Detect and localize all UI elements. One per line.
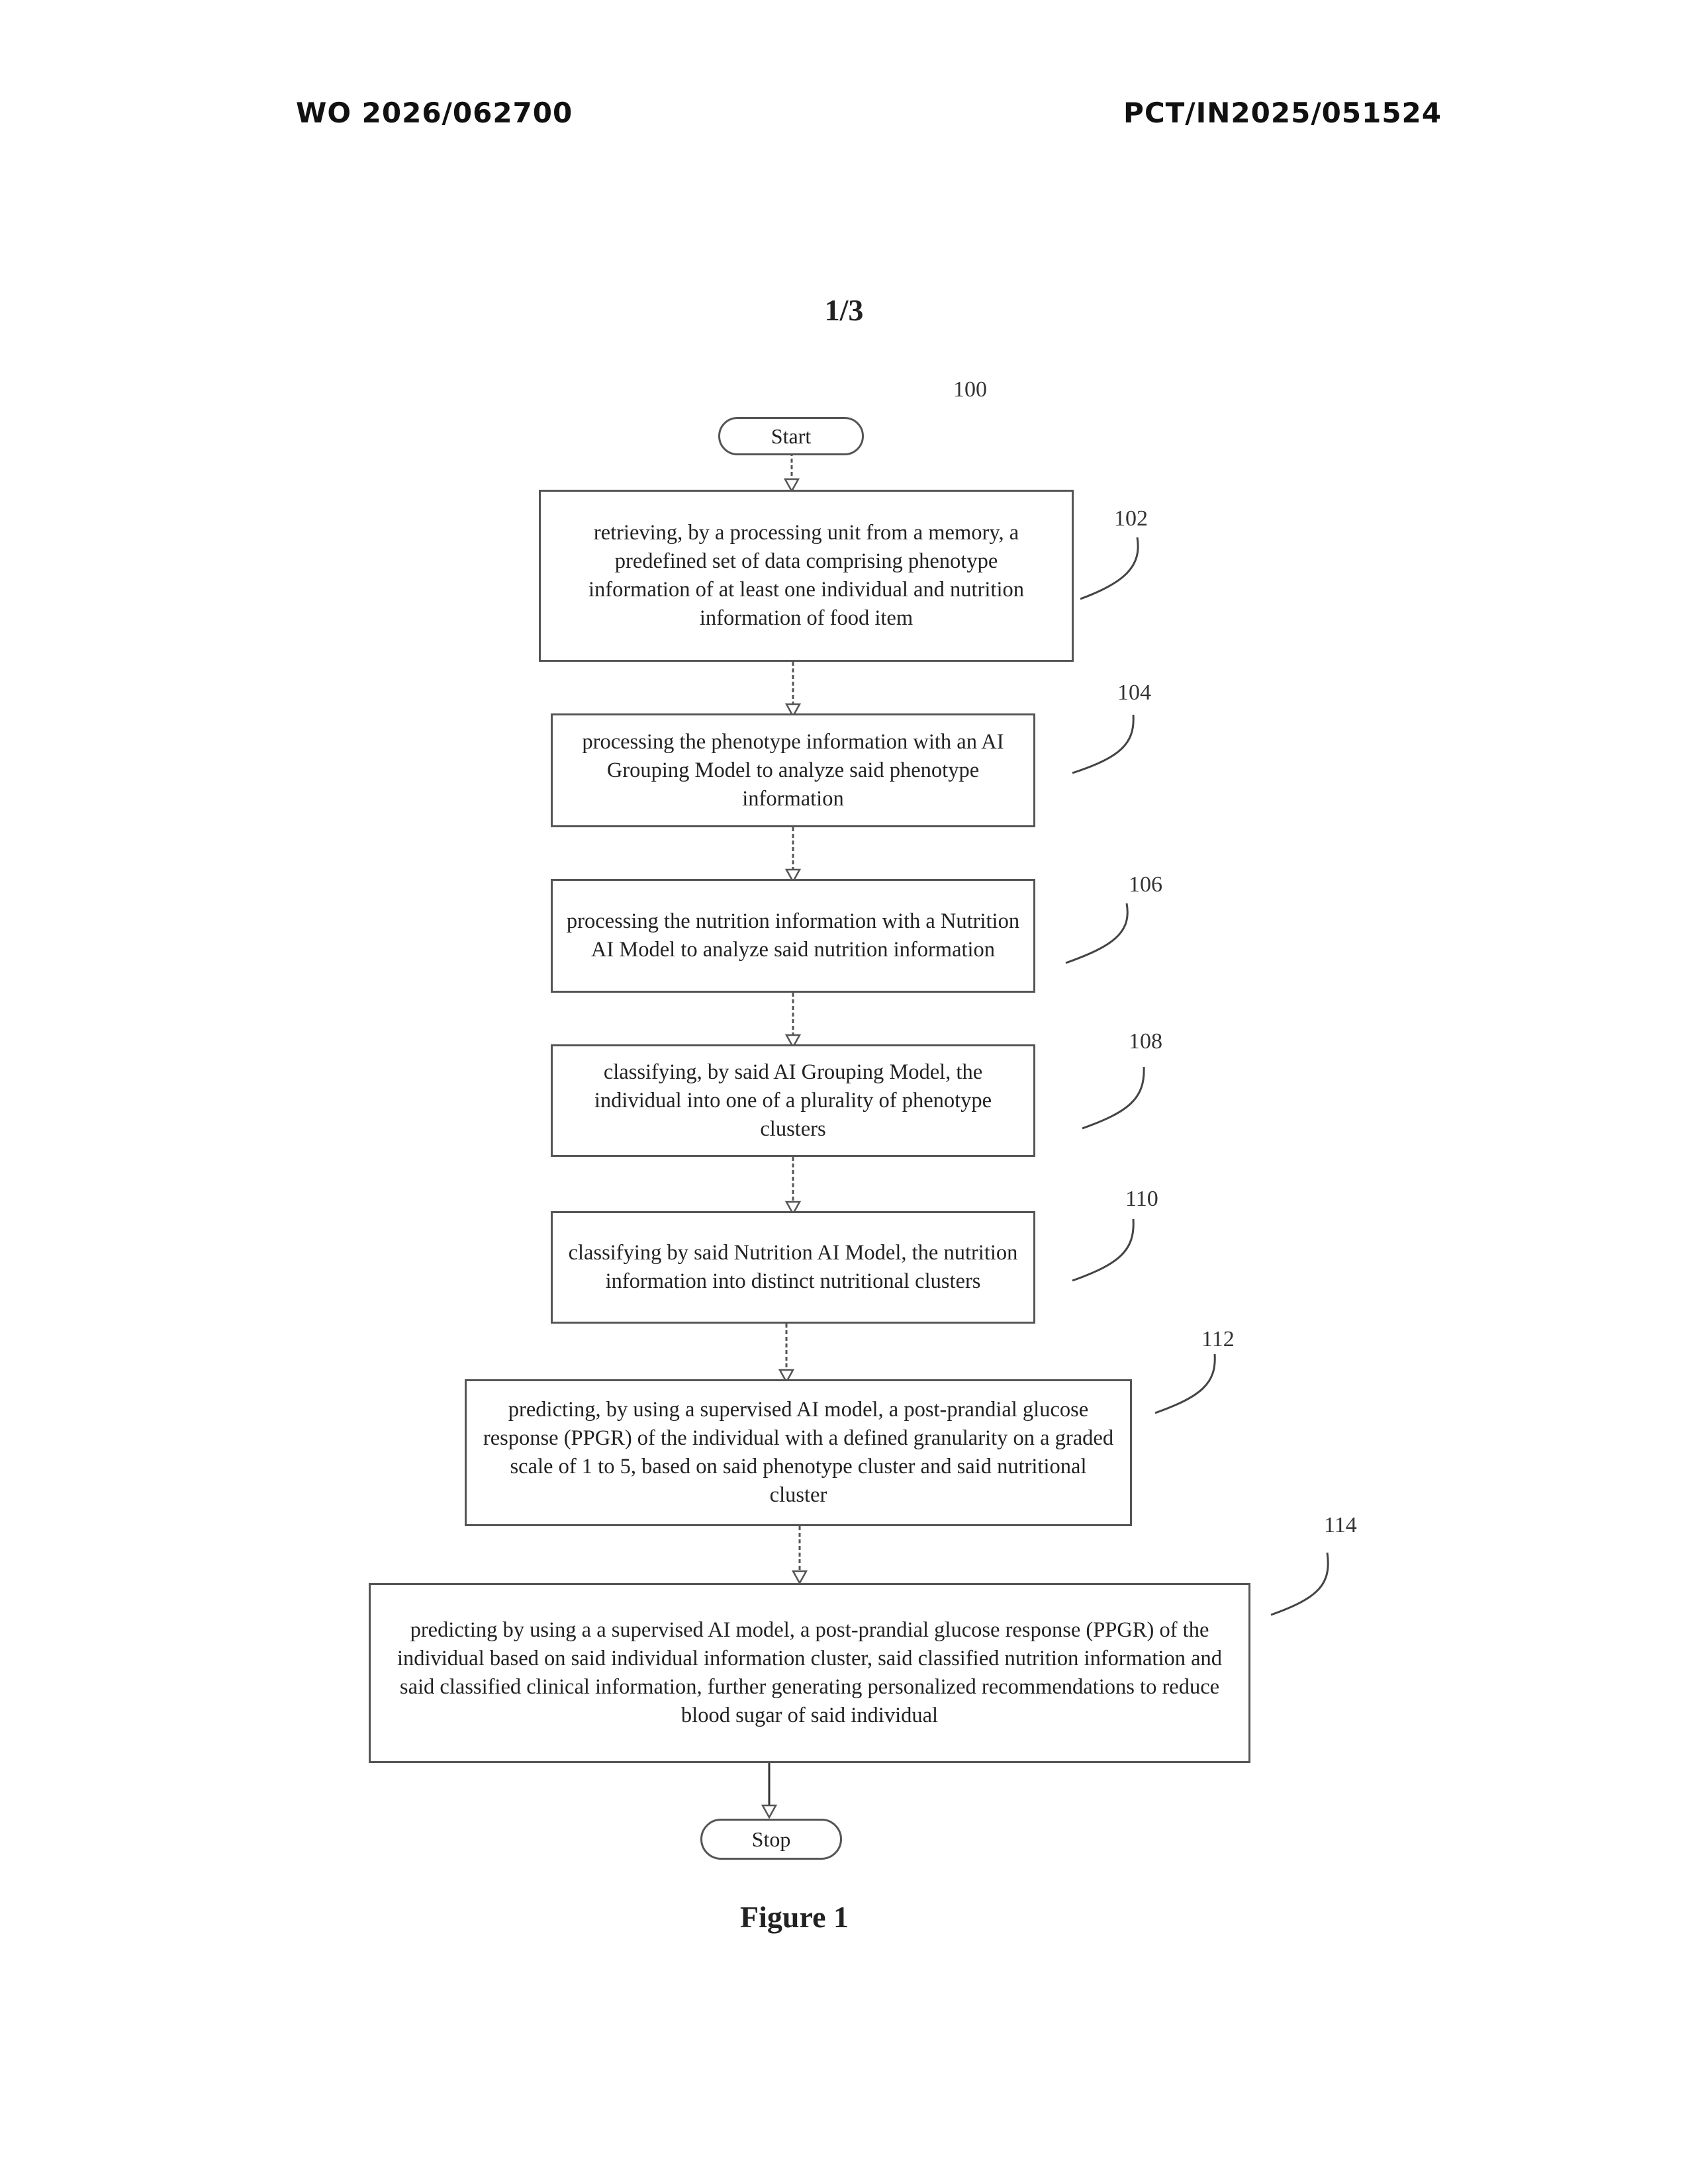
step-108-box: classifying, by said AI Grouping Model, … [551, 1044, 1035, 1157]
start-terminal: Start [718, 417, 864, 455]
arrowhead-114-stop [763, 1805, 776, 1817]
leader-102 [1080, 537, 1138, 599]
leader-110 [1072, 1219, 1133, 1281]
leader-112 [1155, 1354, 1215, 1413]
leader-104 [1072, 715, 1133, 773]
step-102-box: retrieving, by a processing unit from a … [539, 490, 1074, 662]
step-114-box: predicting by using a a supervised AI mo… [369, 1583, 1250, 1763]
step-104-box: processing the phenotype information wit… [551, 713, 1035, 827]
figure-caption: Figure 1 [0, 1899, 1589, 1934]
step-110-ref: 110 [1125, 1187, 1158, 1212]
step-112-box: predicting, by using a supervised AI mod… [465, 1379, 1132, 1526]
step-102-ref: 102 [1114, 506, 1148, 531]
leader-114 [1271, 1553, 1328, 1615]
step-104-ref: 104 [1117, 680, 1151, 705]
step-110-box: classifying by said Nutrition AI Model, … [551, 1211, 1035, 1324]
step-112-ref: 112 [1201, 1327, 1235, 1352]
step-106-box: processing the nutrition information wit… [551, 879, 1035, 993]
leader-106 [1066, 903, 1127, 963]
leader-108 [1082, 1067, 1144, 1128]
arrowhead-112-114 [793, 1571, 806, 1583]
step-106-ref: 106 [1129, 872, 1162, 897]
figure-ref-label: 100 [953, 377, 987, 402]
step-108-ref: 108 [1129, 1029, 1162, 1054]
step-114-ref: 114 [1324, 1513, 1357, 1538]
stop-terminal: Stop [700, 1819, 842, 1860]
